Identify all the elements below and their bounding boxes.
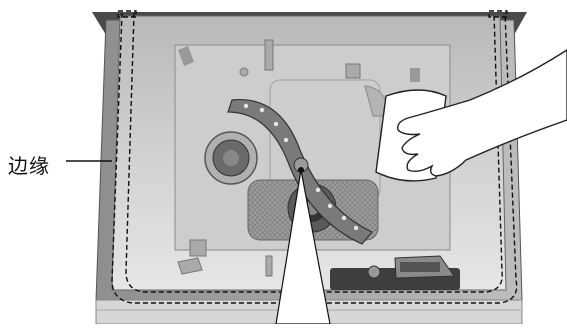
filter-icon bbox=[205, 132, 257, 184]
edge-label: 边缘 bbox=[8, 150, 50, 179]
